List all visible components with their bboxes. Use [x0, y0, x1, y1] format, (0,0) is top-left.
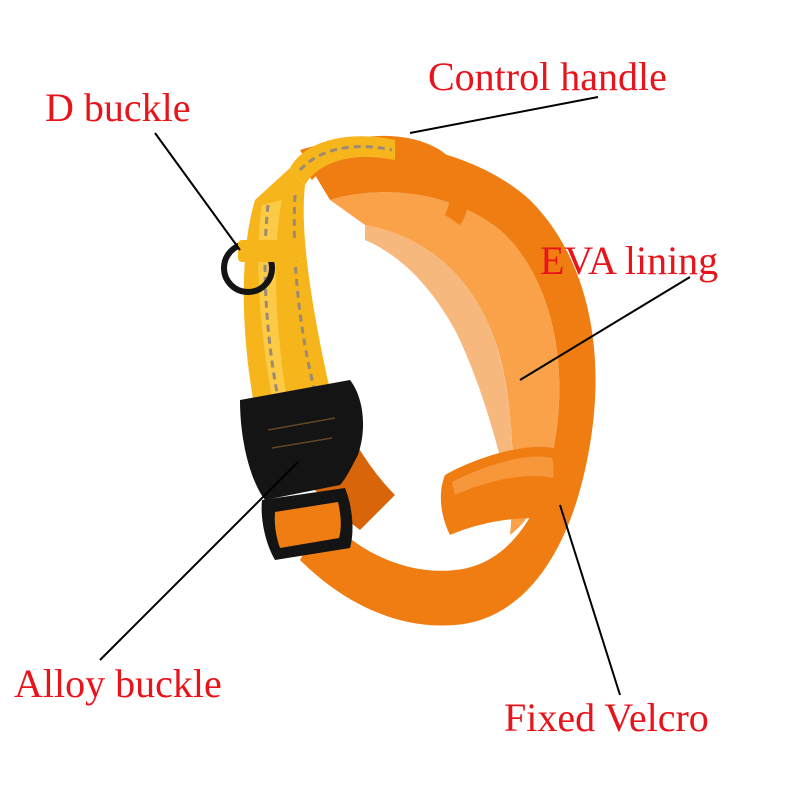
- reflective-stitch-right: [292, 194, 317, 393]
- label-alloy-buckle: Alloy buckle: [14, 661, 222, 706]
- leader-alloy-buckle: [99, 461, 299, 661]
- reflective-stitch-handle: [298, 145, 393, 172]
- label-control-handle: Control handle: [428, 54, 667, 99]
- leader-eva-lining: [519, 276, 691, 381]
- label-fixed-velcro: Fixed Velcro: [504, 695, 709, 740]
- alloy-buckle-engraving: [267, 417, 336, 449]
- collar-outer-band: [300, 141, 596, 626]
- leader-control-handle: [409, 96, 599, 134]
- alloy-buckle-body: [240, 380, 364, 500]
- eva-lining-band: [330, 192, 560, 535]
- leader-d-buckle: [154, 132, 241, 251]
- reflective-stitch-left: [263, 204, 280, 399]
- handle-strap-yellow: [290, 136, 395, 185]
- alloy-buckle-window: [274, 502, 341, 548]
- eva-lining-highlight: [365, 225, 513, 500]
- label-eva-lining: EVA lining: [540, 238, 719, 283]
- fixed-velcro-highlight: [452, 456, 554, 495]
- d-ring-loop: [238, 240, 298, 262]
- label-d-buckle: D buckle: [45, 85, 191, 130]
- leader-fixed-velcro: [559, 504, 621, 696]
